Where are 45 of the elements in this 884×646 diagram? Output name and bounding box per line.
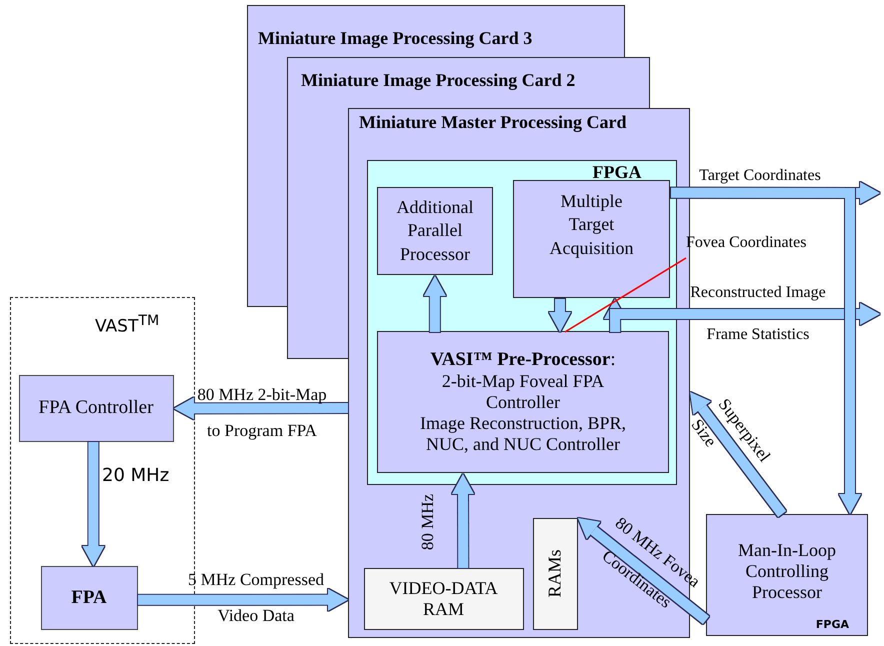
leader-line [564,257,686,333]
block-arrow [549,299,571,332]
process-box [377,187,493,275]
block-arrow [671,188,861,514]
block-arrow [610,303,880,332]
memory-box [532,518,578,630]
card-title: Miniature Image Processing Card 3 [258,28,532,49]
memory-box [364,568,524,630]
fpga-panel [366,160,676,484]
edge-label: 80 MHz 2-bit-Map to Program FPA [196,384,328,442]
box-text: Image Reconstruction, BPR, NUC, and NUC Controller [419,413,627,455]
block-arrow [138,588,348,611]
chip-label: FPGA [816,618,849,631]
box-label: FPA Controller [38,397,154,419]
box-label: VIDEO-DATA RAM [388,578,499,620]
block-arrow [174,397,348,420]
process-box [706,514,868,636]
edge-label: 80 MHz [418,492,438,552]
block-arrow [690,392,786,518]
box-label: FPA [71,586,107,608]
box-label: RAMs [544,550,566,598]
box-label: Multiple Target Acquisition [548,190,634,260]
card-title: Miniature Image Processing Card 2 [301,70,576,91]
process-box [513,180,670,298]
edge-label: 20 MHz [102,466,170,486]
block-arrow [452,474,474,568]
edge-label: 5 MHz Compressed Video Data [187,569,325,627]
box-label: Man-In-Loop Controlling Processor [737,540,837,602]
block-arrow [424,276,446,332]
dashed-group-box [10,297,195,644]
card-panel [287,57,650,108]
edge-label: Reconstructed Image Frame Statistics [689,283,827,345]
process-box [18,374,174,442]
box-label: Additional Parallel Processor [396,196,474,266]
card-panel [247,5,625,57]
card-title: Miniature Master Processing Card [359,112,626,133]
edge-label: Target Coordinates [698,166,822,186]
group-title: VAST$^{TM}$ [95,313,160,337]
process-box [377,331,669,473]
block-arrow [578,518,710,624]
panel-title: FPGA [592,162,642,182]
box-heading: VASI™ Pre-Processor: [430,349,616,371]
block-arrow [82,442,104,566]
process-box [40,566,138,630]
box-text: 2-bit-Map Foveal FPA Controller [440,371,606,413]
